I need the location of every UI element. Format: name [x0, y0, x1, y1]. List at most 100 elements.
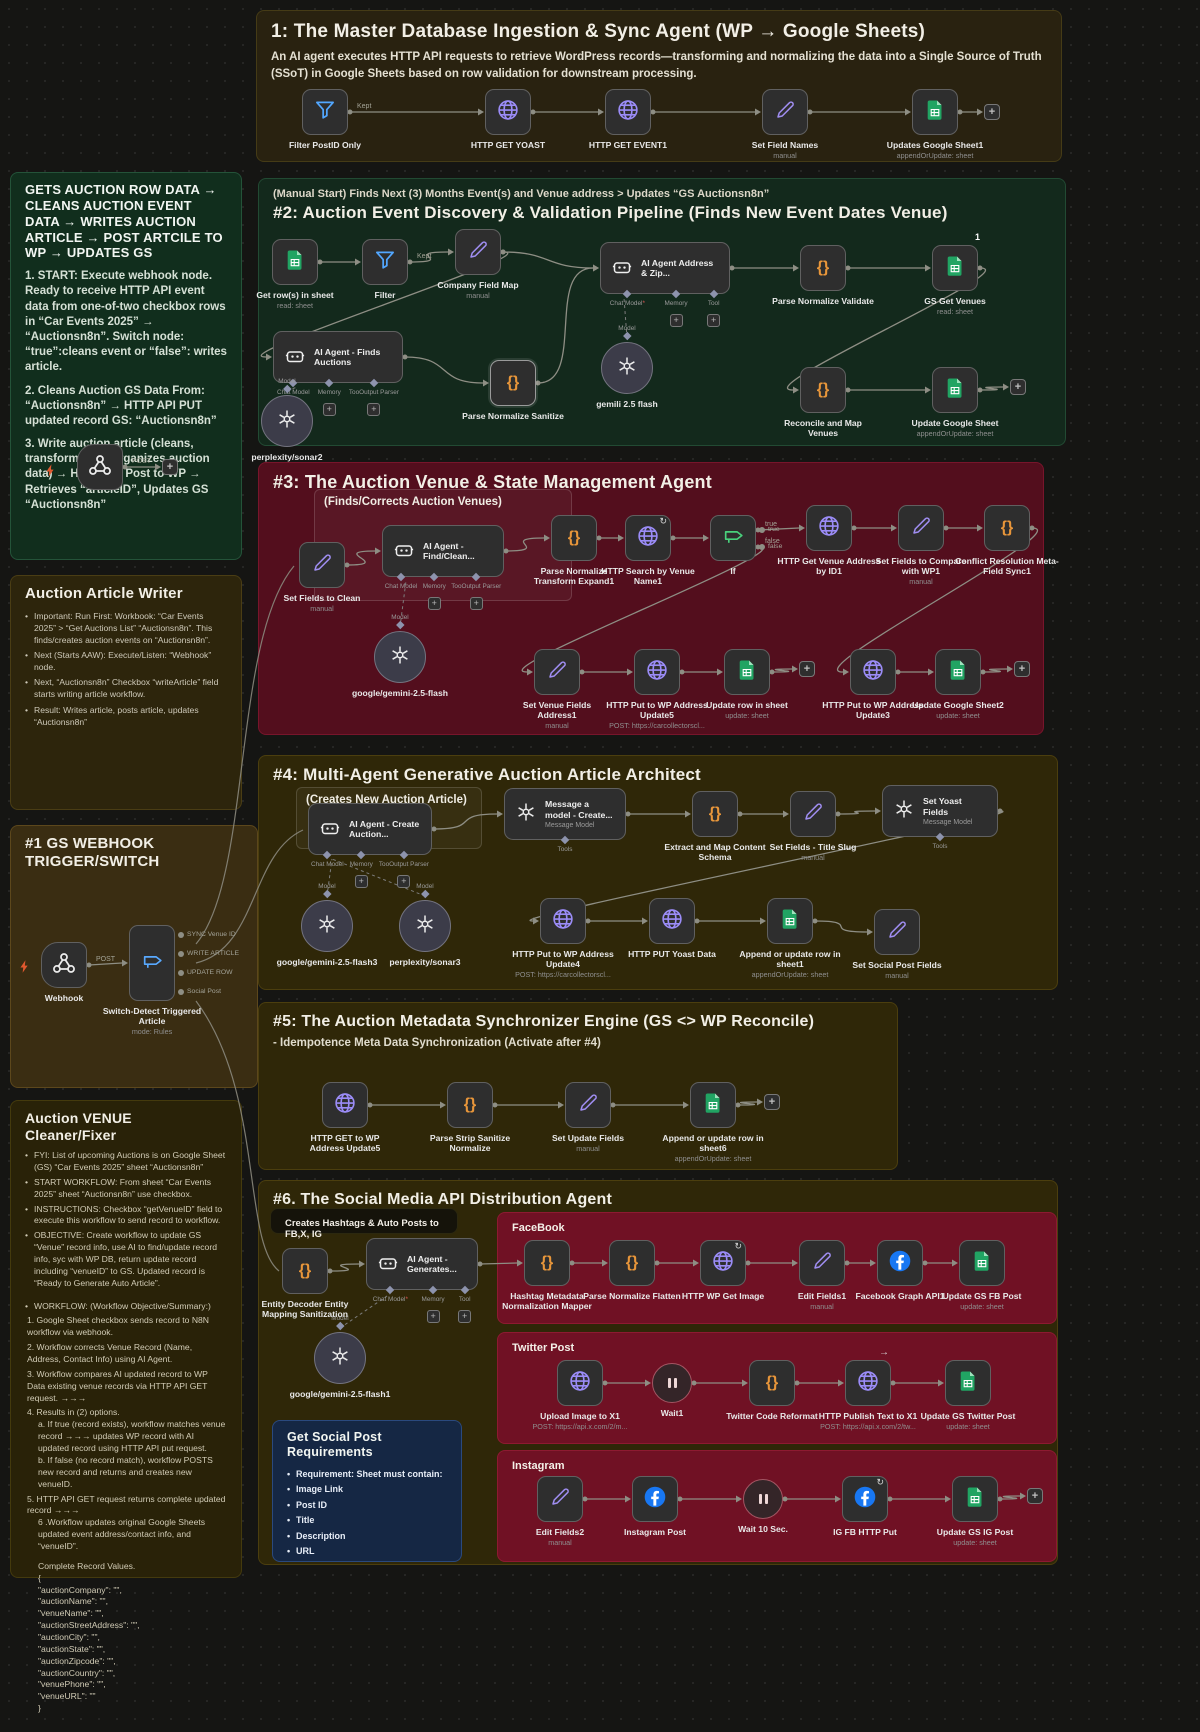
add-port-button[interactable]: +	[458, 1310, 472, 1323]
n45-box[interactable]	[301, 900, 353, 952]
node-filter[interactable]: Filter	[362, 239, 408, 300]
node-entity-decoder-entity-mapping-sanitization[interactable]: {}Entity Decoder Entity Mapping Sanitiza…	[262, 1248, 348, 1319]
n24-box[interactable]	[710, 515, 756, 561]
n18-box[interactable]	[932, 367, 978, 413]
n17-box[interactable]: {}	[800, 367, 846, 413]
add-port-button[interactable]: +	[354, 875, 368, 888]
n25-box[interactable]	[806, 505, 852, 551]
n15-box[interactable]: {}	[800, 245, 846, 291]
n65-box[interactable]	[557, 1360, 603, 1406]
node-http-get-yoast[interactable]: HTTP GET YOAST	[471, 89, 545, 150]
subsection-facebook[interactable]: FaceBook	[497, 1212, 1057, 1324]
n39-box[interactable]: +	[162, 459, 178, 475]
node-parse-normalize-transform-expand1[interactable]: {}Parse Normalize Transform Expand1	[534, 515, 614, 586]
n59-box[interactable]: {}	[524, 1240, 570, 1286]
n40-box[interactable]: AI Agent - Create Auction...	[308, 803, 432, 855]
note-article-writer[interactable]: Auction Article WriterImportant: Run Fir…	[10, 575, 242, 810]
node-http-search-by-venue-name1[interactable]: ↻HTTP Search by Venue Name1	[601, 515, 695, 586]
n49-box[interactable]	[767, 898, 813, 944]
n8-box[interactable]	[362, 239, 408, 285]
add-port-button[interactable]: +	[322, 403, 336, 416]
note-hashtags[interactable]: Creates Hashtags & Auto Posts to FB,X, I…	[270, 1208, 458, 1240]
n74-box[interactable]	[952, 1476, 998, 1522]
n46-box[interactable]	[399, 900, 451, 952]
add-node-button[interactable]: +	[1014, 661, 1030, 677]
node-parse-normalize-sanitize[interactable]: {}Parse Normalize Sanitize	[462, 360, 564, 421]
node-ai-agent-address-zip[interactable]: AI Agent Address & Zip...Chat Model*Memo…	[600, 242, 730, 327]
node-facebook-graph-api1[interactable]: Facebook Graph API1	[856, 1240, 944, 1301]
n71-box[interactable]	[632, 1476, 678, 1522]
n61-box[interactable]	[700, 1240, 746, 1286]
node-ai-agent-generates[interactable]: AI Agent - Generates...Chat Model*Memory…	[366, 1238, 478, 1323]
n7-box[interactable]	[272, 239, 318, 285]
n64-box[interactable]	[959, 1240, 1005, 1286]
node-message-a-model-create[interactable]: Message a model - Create...Message Model…	[504, 788, 626, 853]
node-http-get-to-wp-address-update5[interactable]: HTTP GET to WP Address Update5	[310, 1082, 380, 1153]
n27-box[interactable]: {}	[984, 505, 1030, 551]
add-node-button[interactable]: +	[799, 661, 815, 677]
node-ig-fb-http-put[interactable]: ↻IG FB HTTP Put	[833, 1476, 897, 1537]
add-port-button[interactable]: +	[426, 1310, 440, 1323]
node-wait1[interactable]: Wait1	[652, 1363, 692, 1418]
node-http-put-to-wp-address-update3[interactable]: HTTP Put to WP Address Update3	[822, 649, 924, 720]
node-webhook[interactable]: Webhook	[41, 942, 87, 1003]
n2-box[interactable]	[485, 89, 531, 135]
add-port-button[interactable]: +	[367, 403, 381, 416]
n37-box[interactable]	[129, 925, 175, 1001]
node-twitter-code-reformat[interactable]: {}Twitter Code Reformat	[726, 1360, 818, 1421]
add-node-button[interactable]: +	[1010, 379, 1026, 395]
note-venue-cleaner[interactable]: Auction VENUE Cleaner/FixerFYI: List of …	[10, 1100, 242, 1713]
n38-box[interactable]	[77, 444, 123, 490]
section-1[interactable]: 1: The Master Database Ingestion & Sync …	[256, 10, 1062, 162]
n57-box[interactable]: AI Agent - Generates...	[366, 1238, 478, 1290]
note-pipeline-overview[interactable]: GETS AUCTION ROW DATA → CLEANS AUCTION E…	[10, 172, 242, 560]
n68-box[interactable]	[845, 1360, 891, 1406]
node-extract-and-map-content-schema[interactable]: {}Extract and Map Content Schema	[664, 791, 766, 862]
node-parse-strip-sanitize-normalize[interactable]: {}Parse Strip Sanitize Normalize	[430, 1082, 510, 1153]
n41-box[interactable]: Message a model - Create...Message Model	[504, 788, 626, 840]
n19-box[interactable]: +	[1010, 379, 1026, 395]
node-parse-normalize-flatten[interactable]: {}Parse Normalize Flatten	[583, 1240, 681, 1301]
note-social-requirements[interactable]: Get Social Post RequirementsRequirement:…	[272, 1420, 462, 1562]
n43-box[interactable]	[790, 791, 836, 837]
n58-box[interactable]	[314, 1332, 366, 1384]
n31-box[interactable]	[724, 649, 770, 695]
n60-box[interactable]: {}	[609, 1240, 655, 1286]
add-node-button[interactable]: +	[764, 1094, 780, 1110]
n20-box[interactable]	[299, 542, 345, 588]
node-instagram-post[interactable]: Instagram Post	[624, 1476, 686, 1537]
n1-box[interactable]	[302, 89, 348, 135]
node-http-wp-get-image[interactable]: ↻HTTP WP Get Image	[682, 1240, 764, 1301]
n67-box[interactable]: {}	[749, 1360, 795, 1406]
node-wait-10-sec[interactable]: Wait 10 Sec.	[738, 1479, 788, 1534]
add-port-button[interactable]: +	[669, 314, 683, 327]
n35-box[interactable]: +	[1014, 661, 1030, 677]
node-webhook[interactable]	[77, 444, 123, 490]
node-filter-postid-only[interactable]: Filter PostID Only	[289, 89, 361, 150]
n66-box[interactable]	[652, 1363, 692, 1403]
add-port-button[interactable]: +	[707, 314, 721, 327]
n3-box[interactable]	[605, 89, 651, 135]
n69-box[interactable]	[945, 1360, 991, 1406]
